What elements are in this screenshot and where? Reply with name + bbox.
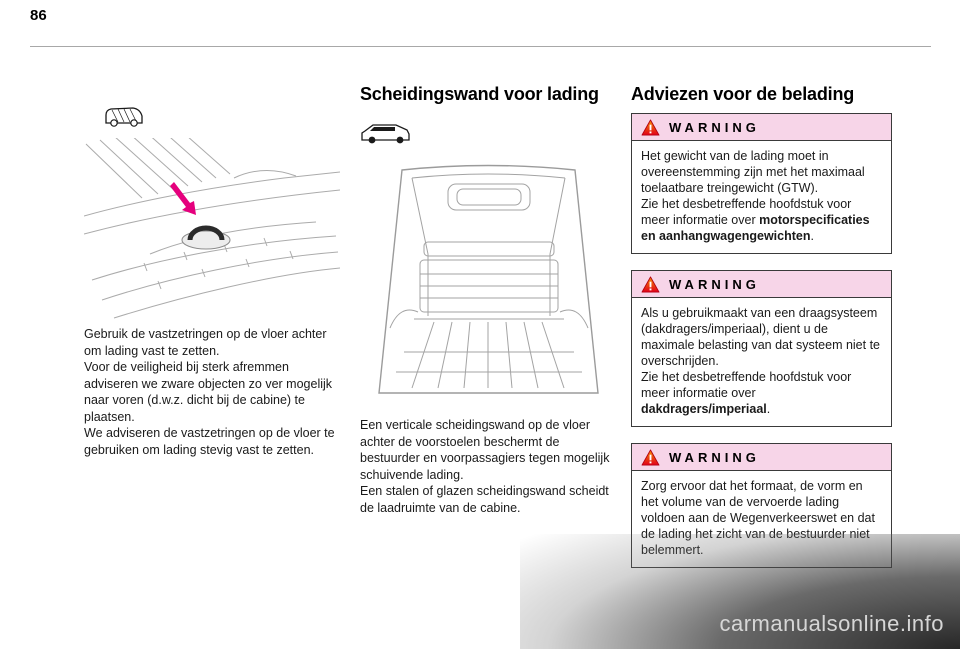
- warning-triangle-icon: [641, 118, 660, 136]
- warning-header: WARNING: [632, 271, 891, 298]
- paragraph: Een stalen of glazen scheidingswand sche…: [360, 484, 609, 515]
- watermark-overlay: carmanualsonline.info: [520, 534, 960, 649]
- warning-text-bold: motorspecificaties en aanhangwagengewich…: [641, 213, 870, 243]
- pointer-arrow-icon: [170, 182, 196, 215]
- warning-paragraph: Het gewicht van de lading moet in overee…: [641, 149, 865, 195]
- partition-section-heading: Scheidingswand voor lading: [360, 84, 599, 104]
- warning-header: WARNING: [632, 114, 891, 141]
- warning-body: Als u gebruikmaakt van een draagsysteem …: [632, 298, 891, 426]
- warning-label: WARNING: [669, 119, 760, 135]
- warning-paragraph: Als u gebruikmaakt van een draagsysteem …: [641, 306, 881, 368]
- van-rear-icon: [103, 103, 145, 130]
- van-side-icon: [360, 121, 412, 146]
- loading-advice-section-heading: Adviezen voor de belading: [631, 84, 855, 104]
- cargo-floor-lashing-ring-illustration: [84, 138, 340, 322]
- warning-text: Zie het desbetreffende hoofdstuk voor me…: [641, 370, 852, 400]
- warning-label: WARNING: [669, 276, 760, 292]
- warning-text: Zie het desbetreffende hoofdstuk voor me…: [641, 197, 852, 227]
- warning-paragraph: Zie het desbetreffende hoofdstuk voor me…: [641, 369, 882, 417]
- paragraph: Een verticale scheidingswand op de vloer…: [360, 418, 610, 482]
- lashing-ring: [181, 225, 231, 250]
- cargo-area-partition-illustration: [360, 156, 617, 406]
- warning-box-roof-load: WARNING Als u gebruikmaakt van een draag…: [631, 270, 892, 427]
- header-divider: [30, 46, 931, 47]
- warning-body: Het gewicht van de lading moet in overee…: [632, 141, 891, 253]
- warning-text: .: [766, 402, 771, 416]
- warnings-stack: WARNING Het gewicht van de lading moet i…: [631, 113, 892, 584]
- warning-triangle-icon: [641, 275, 660, 293]
- paragraph: Gebruik de vastzetringen op de vloer ach…: [84, 327, 327, 358]
- warning-header: WARNING: [632, 444, 891, 471]
- watermark-text: carmanualsonline.info: [719, 611, 944, 636]
- tie-down-text-block: Gebruik de vastzetringen op de vloer ach…: [84, 326, 342, 458]
- warning-text: .: [810, 229, 814, 243]
- warning-paragraph: Zie het desbetreffende hoofdstuk voor me…: [641, 196, 882, 244]
- paragraph: We adviseren de vastzetringen op de vloe…: [84, 426, 335, 457]
- warning-text-bold: dakdragers/imperiaal: [641, 402, 767, 416]
- warning-triangle-icon: [641, 448, 660, 466]
- partition-text-block: Een verticale scheidingswand op de vloer…: [360, 417, 618, 516]
- warning-label: WARNING: [669, 449, 760, 465]
- warning-box-gtw: WARNING Het gewicht van de lading moet i…: [631, 113, 892, 254]
- page-number: 86: [30, 7, 47, 24]
- paragraph: Voor de veiligheid bij sterk afremmen ad…: [84, 360, 333, 424]
